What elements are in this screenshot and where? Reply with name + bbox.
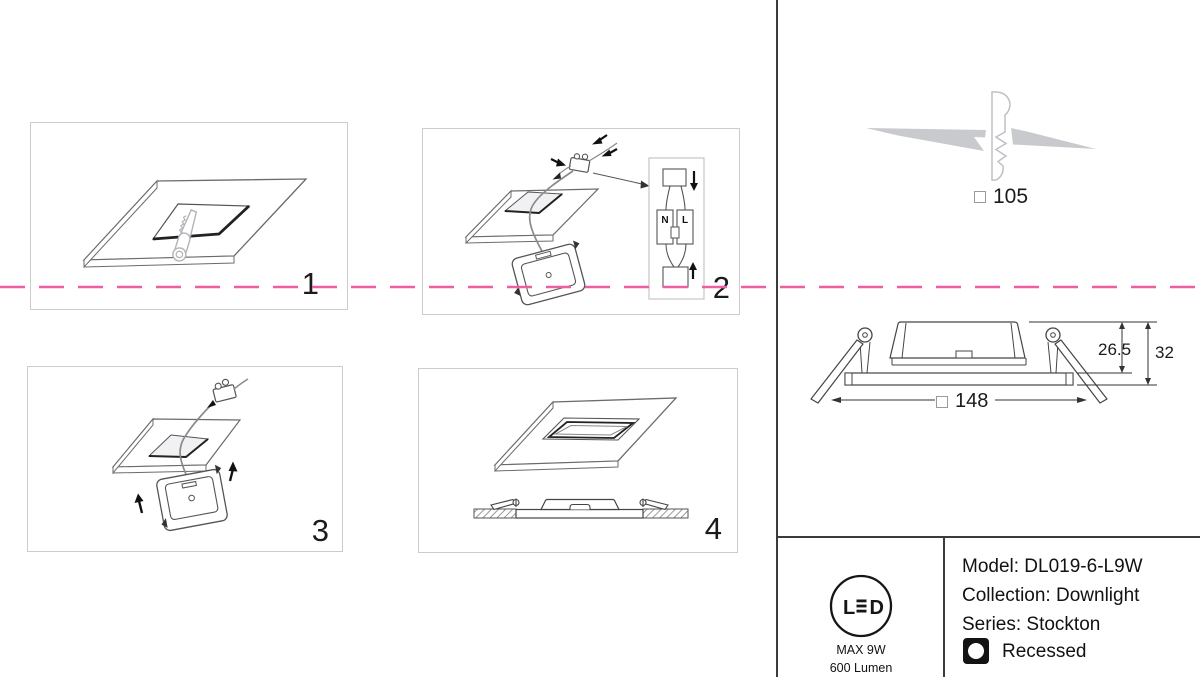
step-3-illustration-clips [111,378,249,532]
installed-side-view [473,498,689,519]
max-power: MAX 9W [836,643,886,657]
spec-box-top-border [776,536,1200,538]
dimension-lines [833,321,1157,401]
downlight-body [511,240,586,306]
step-1-illustration-cut-hole [82,178,308,269]
step-panel-1: 1 [30,122,348,310]
jab-saw-icon [172,209,198,262]
cut-line [0,285,1200,289]
vertical-divider [776,0,778,677]
neutral-label: N [661,215,668,226]
collection-line: Collection: Downlight [962,585,1140,606]
led-logo: L D [829,574,893,638]
square-symbol [936,395,948,408]
step-panel-4: 4 [418,368,738,553]
width-dimension-label: 148 [936,390,988,413]
wiring-diagram-inset: N L [648,157,705,300]
wire-connector [568,153,591,173]
step-panel-2: N L 2 [422,128,740,315]
led-letter-d: D [870,597,884,619]
width-value: 148 [955,390,989,412]
wire-connector [212,378,237,403]
step-2-illustration-wiring: N L [464,134,705,306]
square-symbol [974,191,986,203]
spring-clip-arrows [134,461,238,514]
step-panel-3: 3 [27,366,343,552]
downlight-body [156,464,228,532]
jab-saw-icon [991,91,1011,181]
step-number-1: 1 [301,266,319,301]
total-height-label: 32 [1155,343,1174,362]
model-line: Model: DL019-6-L9W [962,556,1143,577]
step-number-4: 4 [704,511,722,546]
recessed-icon [963,638,989,664]
recess-depth-label: 26.5 [1098,340,1132,359]
dimension-arrowheads [831,322,1151,403]
dimension-drawing [810,321,1157,404]
ceiling-cutting-illustration [866,91,1096,181]
step-4-illustration-installed [473,397,689,519]
step-number-3: 3 [311,513,329,548]
spec-box-divider [943,536,945,677]
line-label: L [682,215,688,226]
luminous-flux: 600 Lumen [829,661,893,675]
mounting-type: Recessed [1002,641,1087,662]
cutout-size-value: 105 [993,185,1029,208]
series-line: Series: Stockton [962,614,1101,635]
led-letter-l: L [843,597,855,619]
cutout-size-label: 105 [974,185,1028,209]
